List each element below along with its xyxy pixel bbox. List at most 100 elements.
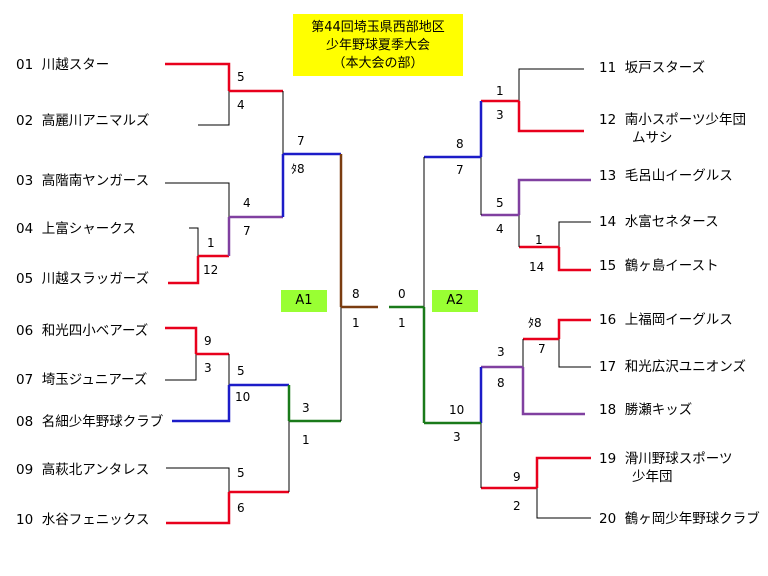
team-entry: 17 和光広沢ユニオンズ xyxy=(599,359,746,375)
score: 3 xyxy=(497,345,505,359)
team-number: 11 xyxy=(599,60,617,76)
team-entry: 18 勝瀬キッズ xyxy=(599,402,692,418)
team-name: 高萩北アンタレス xyxy=(41,462,150,478)
tournament-title: 第44回埼玉県西部地区 少年野球夏季大会 （本大会の部） xyxy=(293,14,463,76)
line-11 xyxy=(518,68,584,101)
team-name: 上福岡イーグルス xyxy=(624,312,733,328)
team-entry: 19 滑川野球スポーツ xyxy=(599,451,733,467)
team-entry: 10 水谷フェニックス xyxy=(16,512,149,528)
score: 2 xyxy=(513,499,521,513)
score: 3 xyxy=(496,108,504,122)
score: 5 xyxy=(496,196,504,210)
team-name: 滑川野球スポーツ xyxy=(624,451,733,467)
line-10 xyxy=(166,492,231,525)
team-entry: 15 鶴ヶ島イースト xyxy=(599,258,719,274)
score: 7 xyxy=(243,224,251,238)
team-name: 水富セネタース xyxy=(624,214,719,230)
team-number: 10 xyxy=(16,512,34,528)
team-entry: 11 坂戸スターズ xyxy=(599,60,705,76)
team-entry: 04 上富シャークス xyxy=(16,221,136,237)
line-19 xyxy=(535,456,591,488)
title-line-3: （本大会の部） xyxy=(332,56,424,71)
team-entry: 20 鶴ヶ岡少年野球クラブ xyxy=(599,511,760,527)
team-name-line2: ムサシ xyxy=(632,130,673,146)
score: 1 xyxy=(496,84,504,98)
team-number: 05 xyxy=(16,271,34,287)
title-line-1: 第44回埼玉県西部地区 xyxy=(311,20,445,35)
line-08 xyxy=(172,385,231,423)
score: ﾀ8 xyxy=(291,162,305,176)
team-name: 和光広沢ユニオンズ xyxy=(624,359,747,375)
team-number: 15 xyxy=(599,258,617,274)
team-name: 鶴ヶ岡少年野球クラブ xyxy=(624,511,760,527)
line-01 xyxy=(165,62,231,91)
team-number: 07 xyxy=(16,372,34,388)
score: 3 xyxy=(302,401,310,415)
team-number: 16 xyxy=(599,312,617,328)
line-14 xyxy=(558,221,591,247)
team-entry: 06 和光四小ベアーズ xyxy=(16,323,148,339)
line-16 xyxy=(557,318,591,339)
score: 10 xyxy=(449,403,465,417)
team-name: 南小スポーツ少年団 xyxy=(624,112,747,128)
score: ﾀ8 xyxy=(528,316,542,330)
team-number: 02 xyxy=(16,113,34,129)
score: 12 xyxy=(203,263,219,277)
block-label-a2: A2 xyxy=(432,290,478,312)
team-name-line2: 少年団 xyxy=(632,469,673,485)
score: 3 xyxy=(204,361,212,375)
team-name: 水谷フェニックス xyxy=(41,512,150,528)
score: 5 xyxy=(237,364,245,378)
score: 8 xyxy=(352,287,360,301)
team-number: 08 xyxy=(16,414,34,430)
team-entry: 03 高階南ヤンガース xyxy=(16,173,149,189)
line-05 xyxy=(168,256,200,285)
score: 6 xyxy=(237,501,245,515)
team-number: 09 xyxy=(16,462,34,478)
team-entry: 05 川越スラッガーズ xyxy=(16,271,149,287)
team-name: 高階南ヤンガース xyxy=(41,173,150,189)
team-entry: 14 水富セネタース xyxy=(599,214,719,230)
team-entry: 09 高萩北アンタレス xyxy=(16,462,149,478)
line-02 xyxy=(198,91,230,126)
score: 5 xyxy=(237,466,245,480)
team-name: 毛呂山イーグルス xyxy=(624,168,733,184)
line-09 xyxy=(166,467,230,492)
team-entry: 07 埼玉ジュニアーズ xyxy=(16,372,147,388)
score: 1 xyxy=(302,433,310,447)
score: 8 xyxy=(456,137,464,151)
score: 4 xyxy=(243,196,251,210)
team-name: 名細少年野球クラブ xyxy=(41,414,164,430)
score: 7 xyxy=(538,342,546,356)
score: 8 xyxy=(497,376,505,390)
team-entry: 13 毛呂山イーグルス xyxy=(599,168,733,184)
team-number: 17 xyxy=(599,359,617,375)
team-number: 06 xyxy=(16,323,34,339)
score: 7 xyxy=(456,163,464,177)
team-name: 坂戸スターズ xyxy=(624,60,706,76)
line-17 xyxy=(558,339,591,368)
score: 1 xyxy=(207,236,215,250)
line-03 xyxy=(165,182,230,217)
line-18 xyxy=(521,367,585,416)
score: 1 xyxy=(535,233,543,247)
score: 1 xyxy=(352,316,360,330)
team-entry: 16 上福岡イーグルス xyxy=(599,312,733,328)
team-entry: 12 南小スポーツ少年団 xyxy=(599,112,746,128)
score: 3 xyxy=(453,430,461,444)
team-number: 13 xyxy=(599,168,617,184)
team-number: 18 xyxy=(599,402,617,418)
score: 9 xyxy=(513,470,521,484)
team-number: 20 xyxy=(599,511,617,527)
team-number: 03 xyxy=(16,173,34,189)
score: 4 xyxy=(237,98,245,112)
score: 5 xyxy=(237,70,245,84)
line-04 xyxy=(189,227,199,256)
team-entry: 02 高麗川アニマルズ xyxy=(16,113,150,129)
team-name: 鶴ヶ島イースト xyxy=(624,258,719,274)
line-12 xyxy=(517,101,584,133)
score: 4 xyxy=(496,222,504,236)
score: 14 xyxy=(529,260,545,274)
team-number: 01 xyxy=(16,57,34,73)
line-20 xyxy=(536,488,591,519)
